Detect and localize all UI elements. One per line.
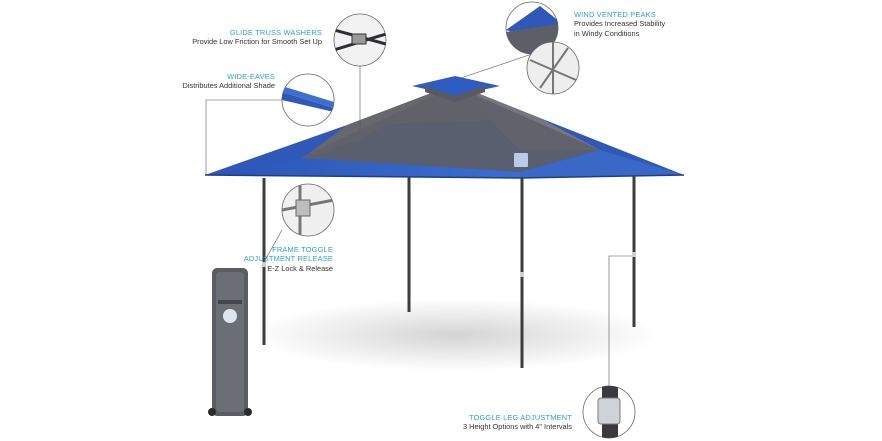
vent-peak xyxy=(412,76,500,96)
canopy-roof xyxy=(204,76,685,179)
callout-wind-vented-desc1: Provides Increased Stability xyxy=(574,19,666,29)
bag-logo xyxy=(223,309,237,323)
callout-frame-toggle-desc: E-Z Lock & Release xyxy=(267,263,333,273)
callout-toggle-leg-desc: 3 Height Options with 4" Intervals xyxy=(462,422,572,432)
callout-toggle-leg: TOGGLE LEG ADJUSTMENT 3 Height Options w… xyxy=(460,413,572,432)
callout-glide-truss: GLIDE TRUSS WASHERS Provide Low Friction… xyxy=(190,28,322,47)
detail-glide-truss xyxy=(333,13,387,67)
callout-glide-truss-desc: Provide Low Friction for Smooth Set Up xyxy=(192,37,322,47)
logo-patch xyxy=(514,153,528,167)
callout-wind-vented: WIND VENTED PEAKS Provides Increased Sta… xyxy=(574,10,665,38)
leg-toggle-left xyxy=(262,262,266,267)
carry-bag xyxy=(208,268,252,416)
detail-vent-frame xyxy=(526,41,580,95)
callout-wind-vented-desc2: in Windy Conditions xyxy=(574,28,640,38)
callout-wide-eaves: WIDE-EAVES Distributes Additional Shade xyxy=(160,72,275,91)
leg-toggle-back xyxy=(632,252,636,257)
detail-toggle-leg xyxy=(582,385,636,439)
callout-frame-toggle: FRAME TOGGLE ADJUSTMENT RELEASE E-Z Lock… xyxy=(240,245,333,273)
leader-lines xyxy=(205,53,632,386)
callout-wide-eaves-title: WIDE-EAVES xyxy=(227,72,275,81)
ground-shadow xyxy=(250,299,660,371)
callout-wide-eaves-desc: Distributes Additional Shade xyxy=(182,81,275,91)
callout-toggle-leg-title: TOGGLE LEG ADJUSTMENT xyxy=(468,413,572,422)
detail-wind-vent xyxy=(505,1,559,55)
callout-wind-vented-title: WIND VENTED PEAKS xyxy=(574,10,656,19)
detail-frame-toggle xyxy=(281,183,335,237)
detail-wide-eaves xyxy=(281,73,335,127)
leg-toggle-right xyxy=(520,272,524,277)
callout-glide-truss-title: GLIDE TRUSS WASHERS xyxy=(229,28,322,37)
callout-frame-toggle-title1: FRAME TOGGLE xyxy=(272,245,333,254)
callout-frame-toggle-title2: ADJUSTMENT RELEASE xyxy=(243,254,333,264)
